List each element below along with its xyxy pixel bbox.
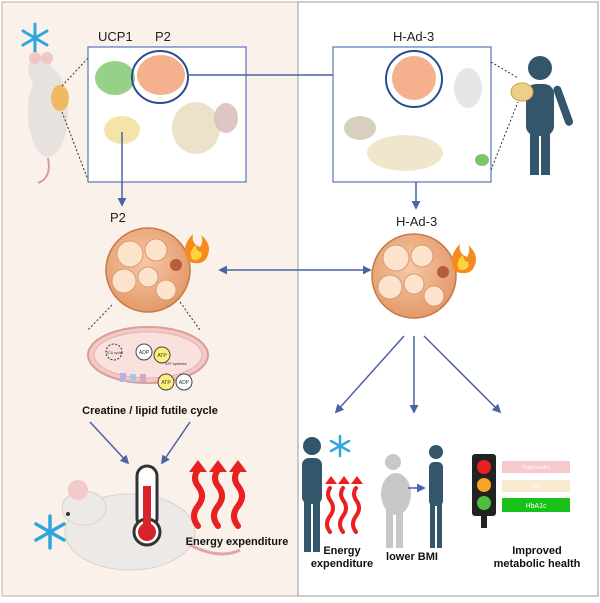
p2-adipocyte-title: P2 <box>110 210 126 225</box>
umap-clusters-left <box>95 50 238 154</box>
atp-label-2: ATP <box>161 380 171 386</box>
bar-ldl <box>502 480 570 492</box>
p2-adipocyte <box>105 227 191 313</box>
heat-waves-icon-right <box>325 486 361 534</box>
adp-label-2: ADP <box>179 380 190 386</box>
outcome-bmi-label: lower BMI <box>386 551 438 563</box>
flame-icon-right <box>451 244 476 274</box>
outcome-energy-label-line-2: expenditure <box>311 558 373 570</box>
h-ad-3-umap-label: H-Ad-3 <box>393 29 434 44</box>
umap-clusters-right <box>344 50 489 171</box>
arrow-mechanism-to-thermo-1 <box>89 421 130 465</box>
atp-synthase-label: ATP synthase <box>165 362 187 366</box>
snowflake-icon-right <box>329 434 351 458</box>
bar-hba1c-label: HbA1c <box>525 503 547 510</box>
outcome-energy-label-line-1: Energy <box>323 545 361 557</box>
mechanism-caption: Creatine / lipid futile cycle <box>82 405 218 417</box>
flame-icon <box>184 234 209 264</box>
bar-hba1c <box>502 498 570 512</box>
p2-label: P2 <box>155 29 171 44</box>
snowflake-icon <box>21 22 49 54</box>
arrow-mechanism-to-thermo-2 <box>160 421 191 465</box>
person-icon-lean <box>429 445 443 548</box>
h-ad-3-adipocyte-title: H-Ad-3 <box>396 214 437 229</box>
tissue-sample-icon <box>510 82 534 102</box>
mouse-icon <box>28 52 69 184</box>
thermometer-icon <box>132 464 162 547</box>
arrow-to-energy <box>334 335 405 414</box>
bar-ldl-label: LDL <box>531 484 540 490</box>
tca-label: TCA cycle <box>106 351 122 355</box>
traffic-light-icon <box>472 454 496 528</box>
snowflake-icon-bottom <box>34 514 66 550</box>
transport-proteins <box>120 373 146 382</box>
person-icon-grey <box>381 454 411 548</box>
heat-waves-icon <box>191 467 245 529</box>
energy-expenditure-caption-left: Energy expenditure <box>186 536 289 548</box>
bar-triglycerides <box>502 461 570 473</box>
h-ad-3-adipocyte <box>371 233 457 319</box>
atp-label-1: ATP <box>157 353 167 359</box>
mouse-body-icon <box>61 480 241 571</box>
adp-label-1: ADP <box>139 350 150 356</box>
outcome-metabolic-label-line-1: Improved <box>512 545 562 557</box>
arrow-to-metabolic <box>423 335 502 414</box>
ucp1-label: UCP1 <box>98 29 133 44</box>
bar-triglycerides-label: Triglycerides <box>522 465 551 471</box>
person-icon-energy <box>302 437 322 552</box>
outcome-metabolic-label-line-2: metabolic health <box>494 558 581 570</box>
human-donor-icon <box>526 56 573 175</box>
